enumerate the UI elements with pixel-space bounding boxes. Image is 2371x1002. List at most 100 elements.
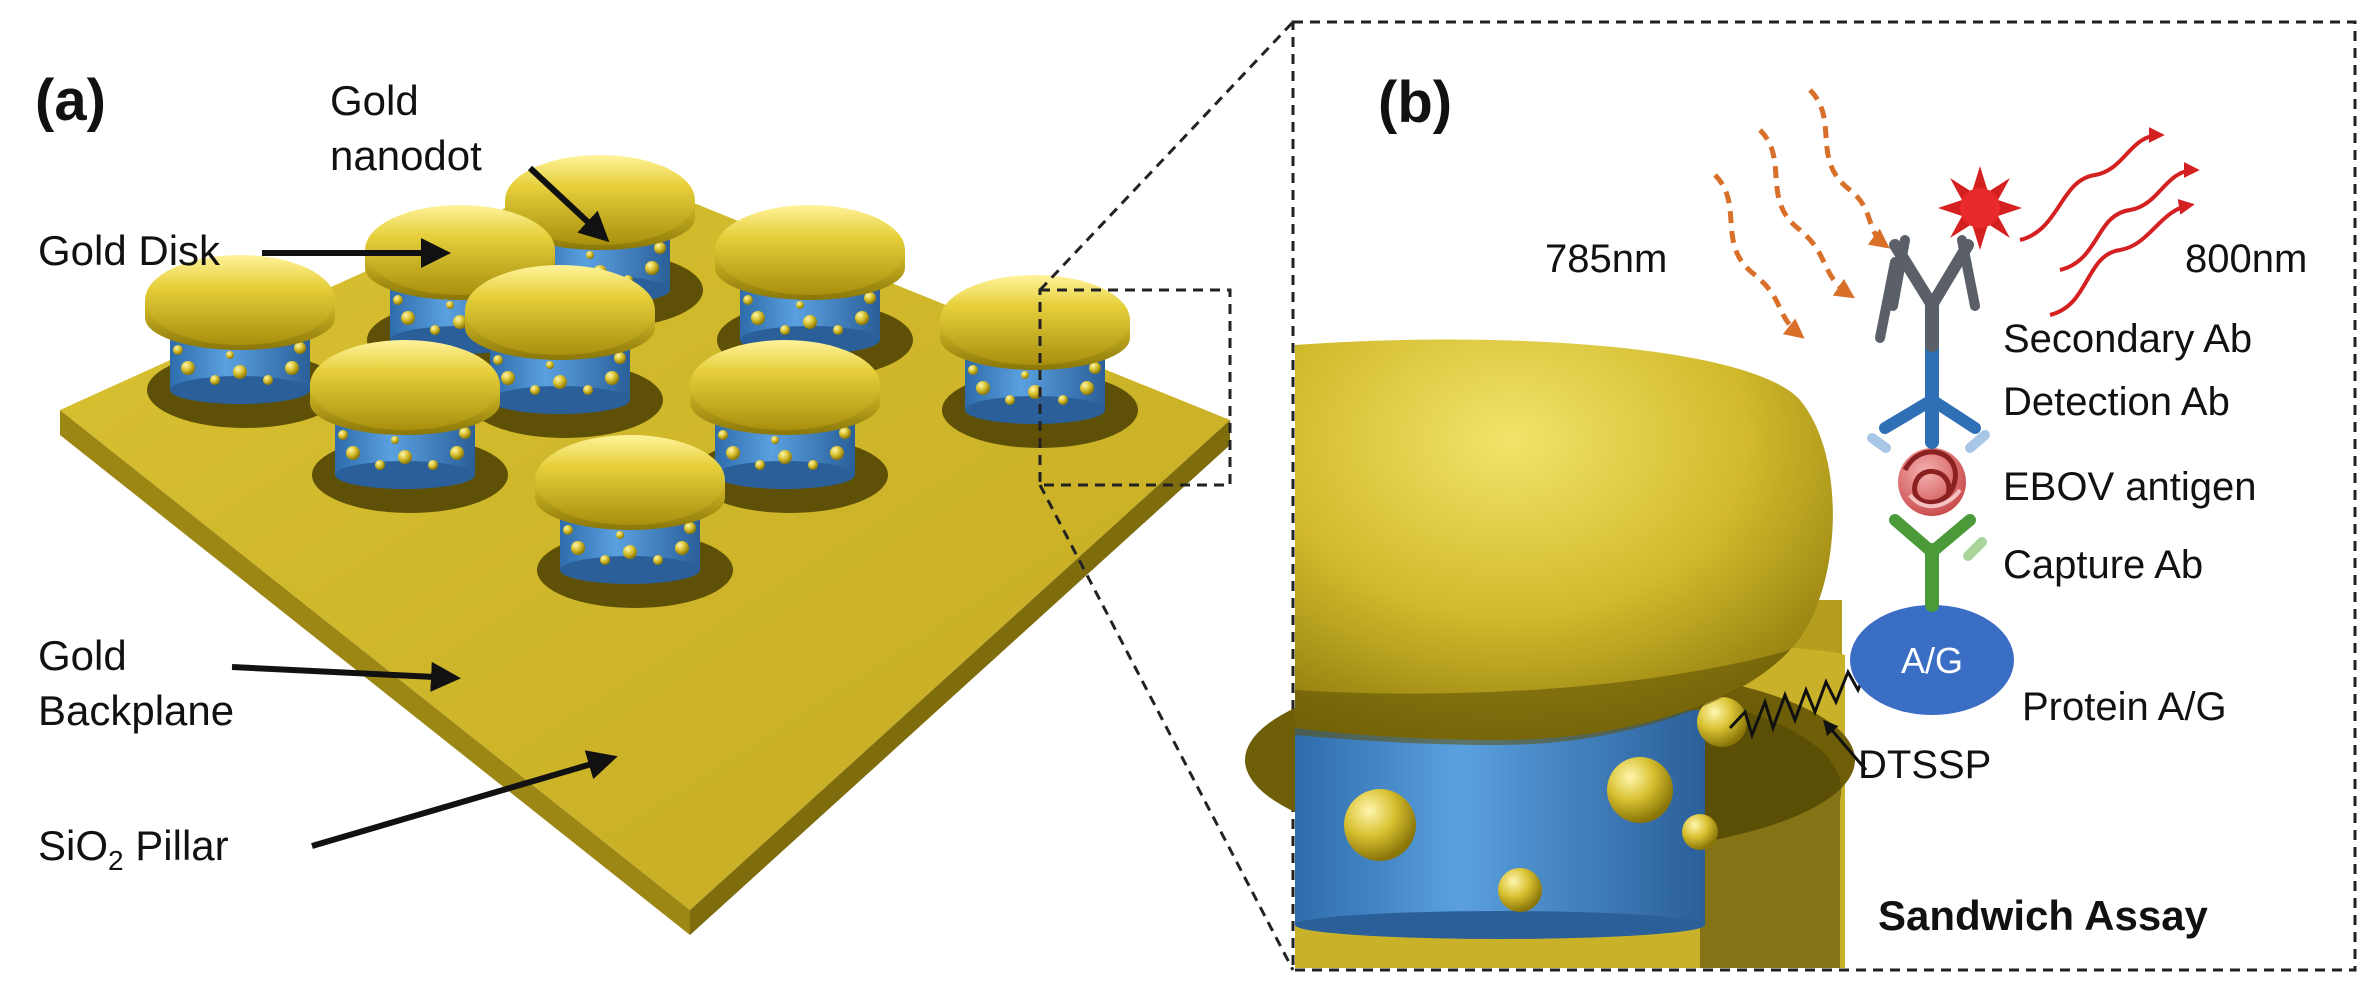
gold-nanodot <box>1080 381 1094 395</box>
panel-b-frame <box>1291 20 2357 972</box>
gold-nanodot <box>391 436 399 444</box>
gold-nanodot <box>645 261 659 275</box>
gold-nanodot <box>605 371 619 385</box>
label-protein-ag: Protein A/G <box>2022 685 2227 729</box>
gold-disk <box>465 265 655 355</box>
gold-nanodot <box>226 351 234 359</box>
gold-disk <box>505 155 695 245</box>
gold-disk <box>310 340 500 430</box>
gold-nanodot <box>726 446 740 460</box>
sio2-pillar-base <box>965 396 1105 424</box>
gold-disk-unit <box>145 255 343 428</box>
gold-nanodot <box>780 325 790 335</box>
excitation-wave <box>1713 173 1805 339</box>
gold-nanodot <box>808 460 818 470</box>
gold-disk-unit <box>535 435 733 608</box>
gold-nanodot <box>1021 371 1029 379</box>
gold-nanodot <box>398 450 412 464</box>
capture-antibody <box>1889 514 1987 612</box>
gold-nanodot <box>338 430 348 440</box>
gold-nanodot <box>263 375 273 385</box>
label-dtssp: DTSSP <box>1858 743 1991 787</box>
label-ebov-antigen: EBOV antigen <box>2003 465 2257 509</box>
gold-nanodot <box>1058 395 1068 405</box>
arrow-sio2-pillar <box>311 750 618 849</box>
gold-nanodot <box>563 525 573 535</box>
gold-disk-unit <box>465 265 663 438</box>
zoom-connector-top <box>1038 20 1295 292</box>
gold-nanodot <box>294 342 306 354</box>
gold-disk-unit <box>690 340 888 513</box>
gold-nanodot <box>346 446 360 460</box>
zoomed-gold-disk-underside <box>1295 650 1790 745</box>
gold-nanodot <box>771 436 779 444</box>
gold-nanodot <box>968 365 978 375</box>
zoomed-nanodot <box>1607 757 1673 823</box>
label-capture-ab: Capture Ab <box>2003 543 2203 587</box>
protein-ag <box>1850 605 2014 715</box>
gold-nanodot <box>446 301 454 309</box>
panel-b-letter: (b) <box>1378 70 1452 135</box>
gold-nanodot <box>623 545 637 559</box>
gold-disk <box>715 205 905 295</box>
label-gold-disk: Gold Disk <box>38 227 221 274</box>
gold-disk <box>940 275 1130 365</box>
gold-nanodot <box>833 325 843 335</box>
gold-nanodot <box>530 385 540 395</box>
gold-nanodot <box>428 460 438 470</box>
gold-nanodot <box>755 460 765 470</box>
gold-nanodot <box>600 555 610 565</box>
detection-antibody <box>1867 338 1990 453</box>
gold-nanodot <box>653 555 663 565</box>
emission-wave <box>2019 127 2165 242</box>
excitation-wave <box>1758 128 1855 299</box>
gold-nanodot <box>459 427 471 439</box>
gold-nanodot <box>493 355 503 365</box>
zoomed-gold-disk <box>1295 339 1833 740</box>
emission-wave <box>2059 162 2200 272</box>
panel-a: (a) Gold nanodot Gold Disk Gold Backplan… <box>35 20 1295 971</box>
gold-nanodot <box>393 295 403 305</box>
protein-ag-short: A/G <box>1901 640 1963 681</box>
gold-nanodot <box>1005 395 1015 405</box>
zoomed-nanodot <box>1344 789 1416 861</box>
gold-nanodot <box>864 292 876 304</box>
sio2-pillar-base <box>490 386 630 414</box>
sio2-pillar-base <box>170 376 310 404</box>
zoomed-pillar-base <box>1295 911 1705 939</box>
gold-nanodot <box>718 430 728 440</box>
gold-backplane-side-right <box>690 420 1230 935</box>
sio2-pillar-base <box>335 461 475 489</box>
gold-disk <box>535 435 725 525</box>
gold-nanodot <box>173 345 183 355</box>
arrow-gold-backplane <box>231 661 461 692</box>
label-sandwich-assay: Sandwich Assay <box>1878 892 2209 939</box>
gold-nanodot <box>839 427 851 439</box>
gold-nanodot <box>210 375 220 385</box>
gold-nanodot <box>233 365 247 379</box>
gold-nanodot <box>375 460 385 470</box>
arrow-gold-nanodot <box>527 165 610 243</box>
arrow-dtssp <box>1823 719 1868 771</box>
gold-nanodot <box>453 315 467 329</box>
sio2-pillar-base <box>715 461 855 489</box>
label-gold-backplane-line1: Gold <box>38 632 127 679</box>
gold-nanodot <box>401 311 415 325</box>
gold-nanodot <box>571 541 585 555</box>
label-gold-backplane-line2: Backplane <box>38 687 234 734</box>
label-gold-nanodot-line2: nanodot <box>330 132 482 179</box>
gold-disk <box>690 340 880 430</box>
excitation-waves <box>1713 88 1890 339</box>
zoomed-disk <box>1245 339 1855 968</box>
zoomed-nanodot <box>1697 697 1747 747</box>
emission-waves <box>2019 127 2200 317</box>
gold-nanodot <box>616 531 624 539</box>
gold-nanodot <box>501 371 515 385</box>
emission-wave <box>2049 198 2195 317</box>
gold-nanodot <box>855 311 869 325</box>
label-detection-ab: Detection Ab <box>2003 380 2230 424</box>
label-gold-nanodot-line1: Gold <box>330 77 419 124</box>
panel-b: (b) DTSSP A/G Protein A/G <box>1245 20 2357 972</box>
zoomed-nanodot <box>1682 814 1718 850</box>
gold-nanodot <box>430 325 440 335</box>
